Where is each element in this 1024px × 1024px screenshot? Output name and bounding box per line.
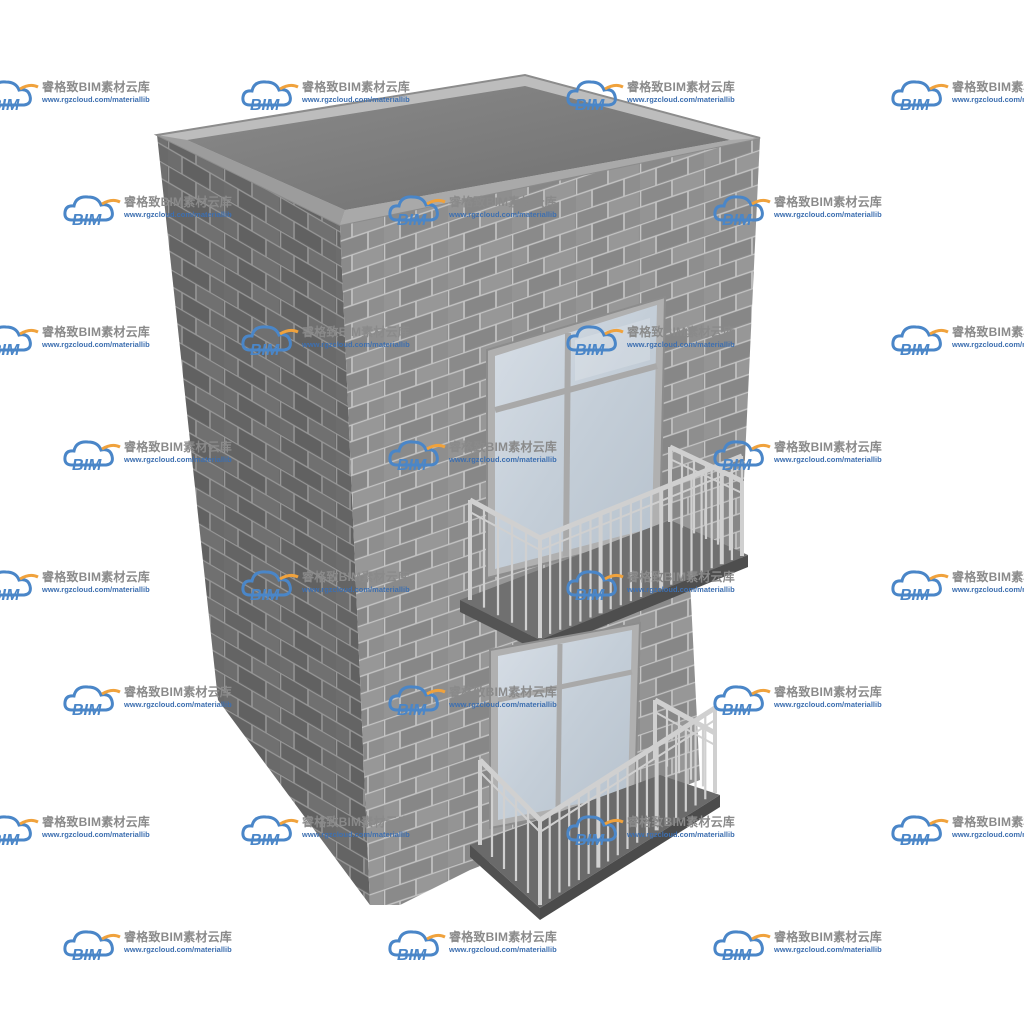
railing-bar bbox=[653, 697, 717, 736]
railing-bar bbox=[479, 771, 541, 833]
railing-bar bbox=[654, 711, 716, 746]
railing-bar bbox=[469, 511, 541, 551]
side-wall bbox=[157, 135, 370, 905]
railing-bar bbox=[468, 497, 542, 541]
lower-balcony-door bbox=[489, 621, 642, 830]
roof-deck bbox=[187, 86, 730, 210]
railing-bar bbox=[478, 758, 542, 822]
balcony-railings bbox=[468, 444, 744, 905]
